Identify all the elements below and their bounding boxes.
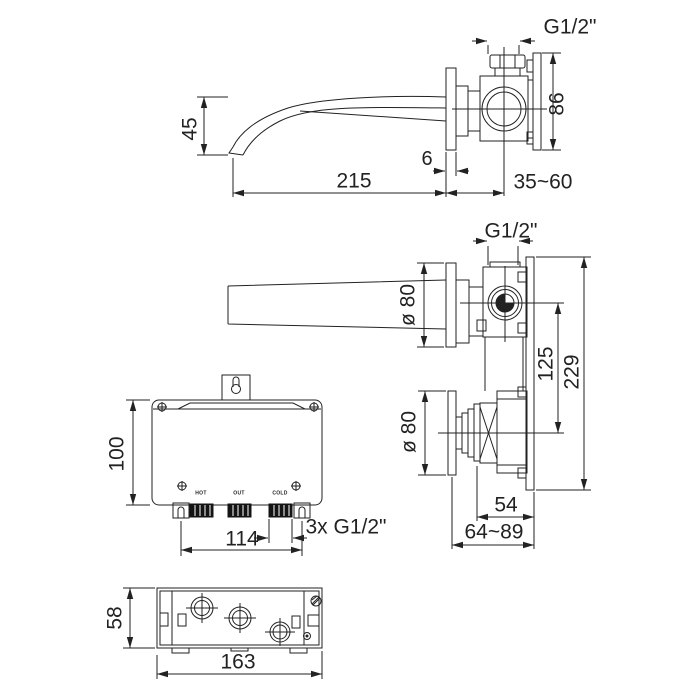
dim-body-depth: 54: [494, 493, 518, 517]
spout-side-view-dimensions: [197, 37, 561, 197]
dim-spout-length: 215: [336, 169, 372, 193]
port-circle: [186, 593, 218, 623]
hatched-screw-icon: [310, 595, 322, 607]
dim-box-depth: 58: [103, 606, 127, 630]
dim-spout-drop: 45: [178, 117, 202, 141]
port-circle: [224, 603, 256, 633]
port-label-out: OUT: [233, 490, 245, 497]
dim-port-offset: 125: [534, 346, 558, 382]
dim-wall-depth-mid: 64~89: [464, 520, 524, 544]
corner-screw-icon: [309, 402, 319, 412]
box-top-view-drawing: [156, 587, 323, 654]
dim-thread-mid: G1/2": [484, 219, 538, 243]
spout-side-view-drawing: [228, 47, 547, 196]
dim-connections: 3x G1/2": [305, 515, 387, 539]
dim-hole-spacing: 114: [225, 527, 259, 551]
dim-box-height: 100: [105, 436, 129, 472]
dim-plate-dia-top: ø 80: [396, 283, 420, 327]
corner-screw-icon: [291, 481, 301, 491]
dim-thread-top: G1/2": [543, 15, 597, 39]
dim-body-height: 86: [545, 92, 569, 116]
mounting-bracket: [172, 502, 190, 519]
dim-box-width: 163: [220, 650, 256, 674]
dim-plate-thickness: 6: [421, 148, 433, 170]
dim-wall-depth-top: 35~60: [513, 170, 573, 194]
threaded-connector: [268, 503, 293, 518]
port-label-cold: COLD: [272, 490, 288, 497]
port-label-hot: HOT: [195, 490, 207, 497]
threaded-connector: [189, 503, 214, 518]
dim-bracket-height: 229: [560, 354, 584, 390]
port-circle: [265, 618, 295, 646]
dim-plate-dia-bottom: ø 80: [397, 410, 421, 454]
mixer-side-view-dimensions: [417, 237, 591, 549]
corner-screw-icon: [157, 402, 167, 412]
corner-screw-icon: [177, 481, 187, 491]
box-front-view-dimensions: [126, 399, 307, 556]
mixer-side-view-drawing: [227, 256, 564, 491]
threaded-connector: [227, 503, 252, 518]
box-top-view-dimensions: [123, 587, 323, 679]
mounting-bracket: [293, 502, 311, 519]
box-front-view-drawing: [151, 374, 323, 519]
